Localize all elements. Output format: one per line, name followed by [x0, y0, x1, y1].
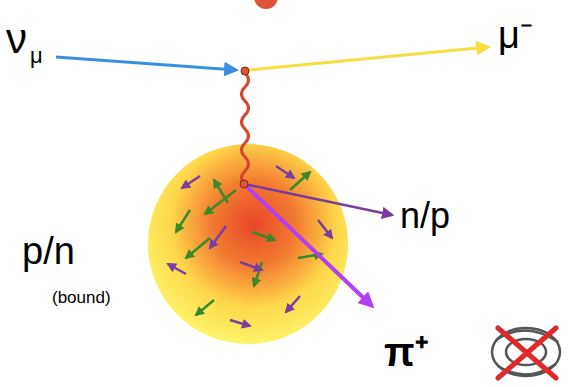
nucleon-label: p/n	[22, 232, 75, 270]
nucleon-arrows	[176, 172, 322, 315]
particle-label: μ⁻	[498, 16, 533, 54]
muon-track	[248, 47, 488, 70]
note-label: (bound)	[52, 289, 111, 306]
cut-off-blob	[254, 0, 278, 9]
nucleon-label: n/p	[400, 198, 450, 234]
particle-subscript: μ	[30, 45, 43, 67]
particle-label: π⁺	[384, 332, 429, 372]
boson-line	[242, 73, 249, 185]
vertex-dot	[241, 67, 249, 75]
vertex-dot	[240, 180, 248, 188]
pion-track	[244, 184, 372, 306]
nucleon-track	[244, 184, 392, 215]
neutrino-track	[56, 57, 236, 70]
particle-label: ν	[6, 18, 27, 60]
nucleus	[148, 144, 348, 344]
red-cross	[498, 328, 556, 378]
